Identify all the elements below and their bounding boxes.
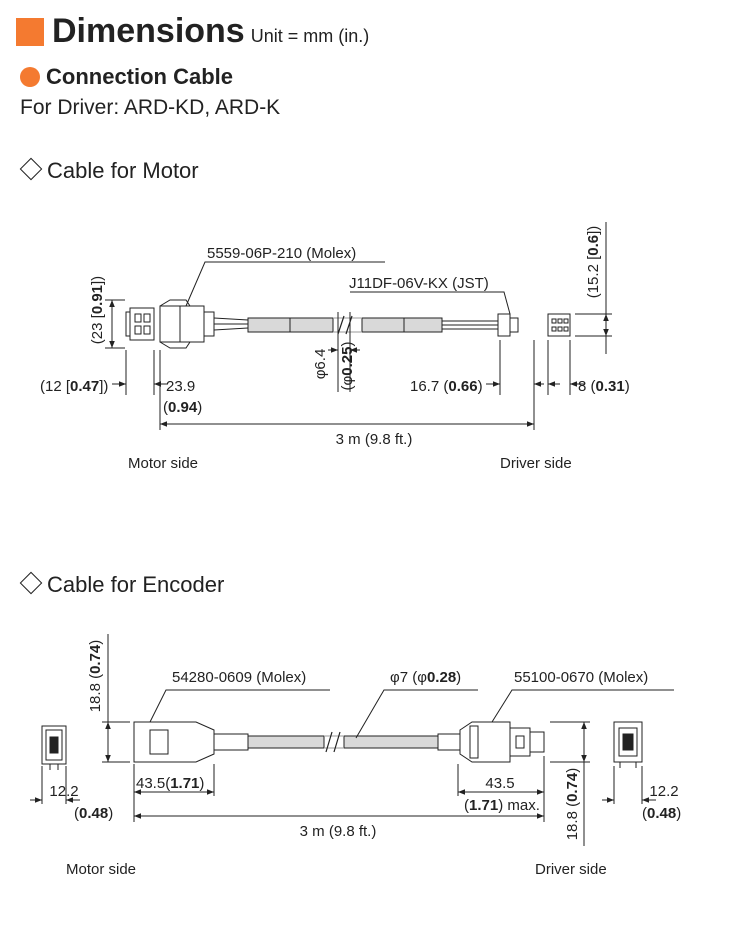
motor-cable-drawing <box>105 222 612 430</box>
motor-cable-labels: 5559-06P-210 (Molex) J11DF-06V-KX (JST) … <box>40 226 630 472</box>
motor-cable <box>247 315 498 335</box>
motor-end-view <box>125 307 155 341</box>
encoder-height-left-dim: 18.8 (0.74) <box>87 640 104 713</box>
motor-diameter-in: (φ0.25) <box>339 342 356 391</box>
encoder-length-driver-mm: 43.5 <box>485 775 514 792</box>
encoder-length-driver-in: (1.71) max. <box>464 797 540 814</box>
encoder-length-motor-dim: 43.5(1.71) <box>136 775 204 792</box>
driver-side-label: Driver side <box>500 455 572 472</box>
encoder-driver-side-label: Driver side <box>535 861 607 878</box>
motor-diameter-mm: φ6.4 <box>312 349 329 380</box>
driver-line: For Driver: ARD-KD, ARD-K <box>20 96 281 119</box>
encoder-width-left-in: (0.48) <box>74 805 113 822</box>
motor-side-label: Motor side <box>128 455 198 472</box>
encoder-width-right-in: (0.48) <box>642 805 681 822</box>
encoder-driver-connector <box>437 721 545 763</box>
encoder-width-left-mm: 12.2 <box>49 783 78 800</box>
motor-connector <box>159 299 249 349</box>
encoder-cable-drawing <box>30 634 674 846</box>
encoder-motor-connector <box>133 721 249 763</box>
unit-note: Unit = mm (in.) <box>250 26 370 46</box>
motor-width-right-dim: 8 (0.31) <box>578 378 630 395</box>
motor-width-left-dim: (12 [0.47]) <box>40 378 108 395</box>
encoder-cable <box>247 731 439 753</box>
motor-height-right-dim: (15.2 [0.6]) <box>585 226 602 299</box>
orange-square-icon <box>16 18 44 46</box>
encoder-motor-connector-label: 54280-0609 (Molex) <box>172 669 306 686</box>
encoder-diameter: φ7 (φ0.28) <box>390 669 461 686</box>
driver-connector-label: J11DF-06V-KX (JST) <box>349 275 489 292</box>
encoder-motor-side-label: Motor side <box>66 861 136 878</box>
encoder-height-right-dim: 18.8 (0.74) <box>564 768 581 841</box>
motor-connector-label: 5559-06P-210 (Molex) <box>207 245 356 262</box>
motor-cable-heading: Cable for Motor <box>18 157 199 184</box>
encoder-driver-end-view <box>613 721 643 768</box>
encoder-cable-length: 3 m (9.8 ft.) <box>300 823 377 840</box>
driver-connector <box>497 313 571 337</box>
motor-length-motor-dim-mm: 23.9 <box>166 378 195 395</box>
encoder-cable-heading: Cable for Encoder <box>18 571 224 598</box>
motor-height-left-dim: (23 [0.91]) <box>89 276 106 344</box>
motor-cable-length: 3 m (9.8 ft.) <box>336 431 413 448</box>
encoder-width-right-mm: 12.2 <box>649 783 678 800</box>
motor-length-driver-dim: 16.7 (0.66) <box>410 378 483 395</box>
motor-length-motor-dim-in: (0.94) <box>163 399 202 416</box>
encoder-motor-end-view <box>41 725 67 770</box>
encoder-driver-connector-label: 55100-0670 (Molex) <box>514 669 648 686</box>
encoder-cable-labels: 54280-0609 (Molex) φ7 (φ0.28) 55100-0670… <box>49 640 681 878</box>
section-heading: Connection Cable <box>20 64 233 90</box>
orange-dot-icon <box>20 67 40 87</box>
